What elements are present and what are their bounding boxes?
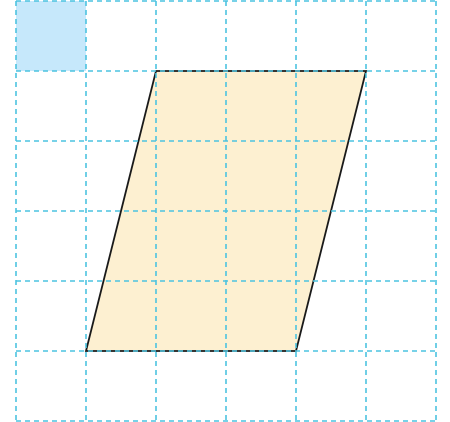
grid-lines xyxy=(15,0,437,422)
unit-square xyxy=(16,1,86,71)
